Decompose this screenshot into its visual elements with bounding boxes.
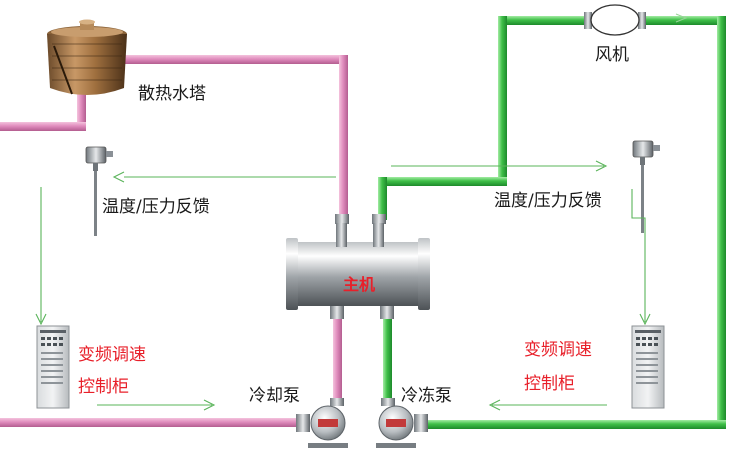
cooling-tower-icon (47, 19, 127, 95)
cooling-water-loop (0, 55, 348, 427)
green-pipe-top-right (642, 16, 726, 25)
cooling-pump-icon (296, 398, 348, 448)
pink-pipe-tower-to-main-top (88, 55, 348, 64)
fan-label: 风机 (595, 45, 629, 65)
chilled-pump-icon (376, 398, 428, 448)
sensor-right-icon (632, 140, 660, 233)
signal-lines (35, 160, 651, 411)
vfd-right-label-line1: 变频调速 (524, 340, 592, 360)
green-pipe-main-to-pump (383, 318, 392, 402)
sensor-left-icon (85, 146, 113, 236)
pink-pipe-left-top (0, 122, 86, 131)
vfd-cabinet-right-icon (631, 325, 665, 409)
green-pipe-left-vertical (498, 16, 507, 185)
chilled-pump-label: 冷冻泵 (401, 386, 452, 406)
vfd-cabinet-left-icon (36, 325, 70, 409)
sensor-right-label: 温度/压力反馈 (494, 191, 602, 211)
green-pipe-mid-horizontal (378, 177, 507, 186)
vfd-left-label-line2: 控制柜 (78, 377, 129, 397)
green-pipe-bottom (420, 420, 726, 429)
pink-pipe-tower-drop (77, 93, 86, 129)
cooling-pump-label: 冷却泵 (249, 386, 300, 406)
main-unit-label: 主机 (343, 275, 375, 294)
pink-pipe-main-down (339, 55, 348, 220)
green-pipe-down-to-main (378, 177, 387, 220)
green-pipe-right-vertical (717, 16, 726, 428)
pink-pipe-left-bottom (0, 418, 308, 427)
vfd-right-label-line2: 控制柜 (524, 374, 575, 394)
cooling-tower-label: 散热水塔 (138, 84, 206, 104)
fan-icon (584, 4, 646, 36)
pink-pipe-main-to-pump (333, 318, 342, 402)
green-pipe-top-left (498, 16, 590, 25)
chilled-water-loop (378, 16, 726, 429)
main-unit-icon (286, 214, 430, 319)
fan-flow-arrow (675, 13, 688, 23)
sensor-left-label: 温度/压力反馈 (102, 197, 210, 217)
vfd-left-label-line1: 变频调速 (78, 345, 146, 365)
